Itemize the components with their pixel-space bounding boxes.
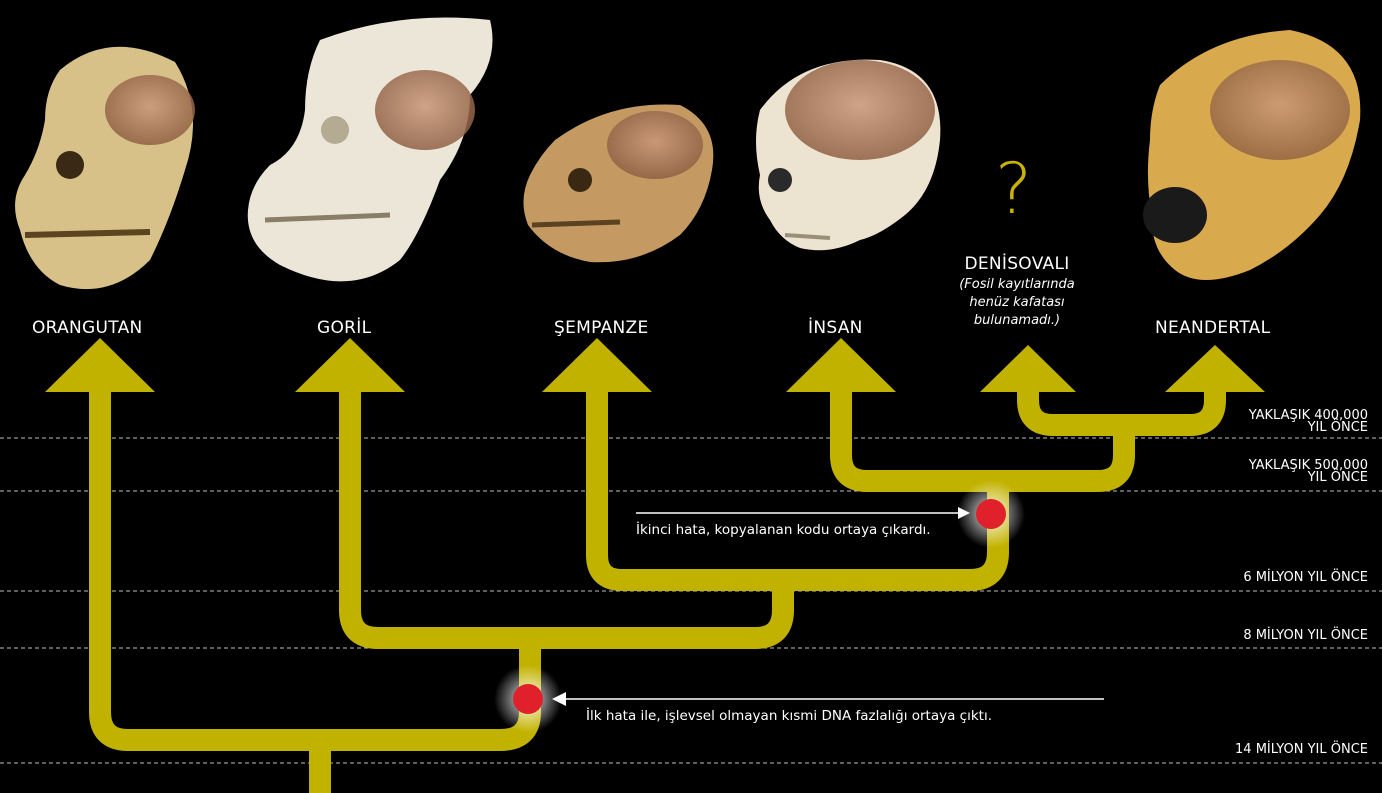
era-500k-line2: YIL ÖNCE bbox=[1249, 472, 1368, 484]
label-denisovan: DENİSOVALI bbox=[957, 254, 1077, 274]
skull-gorilla bbox=[248, 18, 493, 282]
arrow-denisovan bbox=[980, 345, 1076, 392]
branch-denisovan bbox=[1028, 390, 1215, 425]
skull-human bbox=[756, 60, 940, 251]
event-first-error bbox=[494, 665, 562, 733]
skull-neanderthal bbox=[1143, 30, 1360, 280]
arrow-chimpanzee bbox=[542, 338, 652, 392]
era-400k-line2: YIL ÖNCE bbox=[1249, 422, 1368, 434]
era-8m: 8 MİLYON YIL ÖNCE bbox=[1243, 630, 1368, 642]
arrowheads bbox=[45, 338, 1265, 392]
denisovan-note: (Fosil kayıtlarında henüz kafatası bulun… bbox=[937, 276, 1097, 330]
label-orangutan: ORANGUTAN bbox=[32, 318, 143, 338]
arrow-gorilla bbox=[295, 338, 405, 392]
era-400k: YAKLAŞIK 400,000 YIL ÖNCE bbox=[1249, 410, 1368, 434]
arrow-human bbox=[786, 338, 896, 392]
era-500k: YAKLAŞIK 500,000 YIL ÖNCE bbox=[1249, 460, 1368, 484]
arrow-neanderthal bbox=[1165, 345, 1265, 392]
branch-gorilla bbox=[350, 390, 783, 638]
era-14m: 14 MİLYON YIL ÖNCE bbox=[1235, 744, 1368, 756]
label-human: İNSAN bbox=[808, 318, 863, 338]
denisovan-note-line1: (Fosil kayıtlarında bbox=[937, 276, 1097, 294]
denisovan-note-line3: bulunamadı.) bbox=[937, 312, 1097, 330]
red-dot-first bbox=[513, 684, 543, 714]
arrow-orangutan bbox=[45, 338, 155, 392]
annotation-first-error: İlk hata ile, işlevsel olmayan kısmi DNA… bbox=[586, 708, 992, 724]
label-chimpanzee: ŞEMPANZE bbox=[554, 318, 649, 338]
skull-chimpanzee bbox=[523, 104, 713, 262]
red-dot-second bbox=[976, 499, 1006, 529]
annotation-second-error: İkinci hata, kopyalanan kodu ortaya çıka… bbox=[636, 522, 931, 538]
branch-orangutan bbox=[100, 390, 320, 740]
denisovan-note-line2: henüz kafatası bbox=[937, 294, 1097, 312]
label-gorilla: GORİL bbox=[317, 318, 371, 338]
era-6m: 6 MİLYON YIL ÖNCE bbox=[1243, 572, 1368, 584]
unknown-skull-question-mark: ? bbox=[995, 148, 1032, 230]
skull-orangutan bbox=[15, 47, 195, 289]
label-neanderthal: NEANDERTAL bbox=[1155, 318, 1270, 338]
